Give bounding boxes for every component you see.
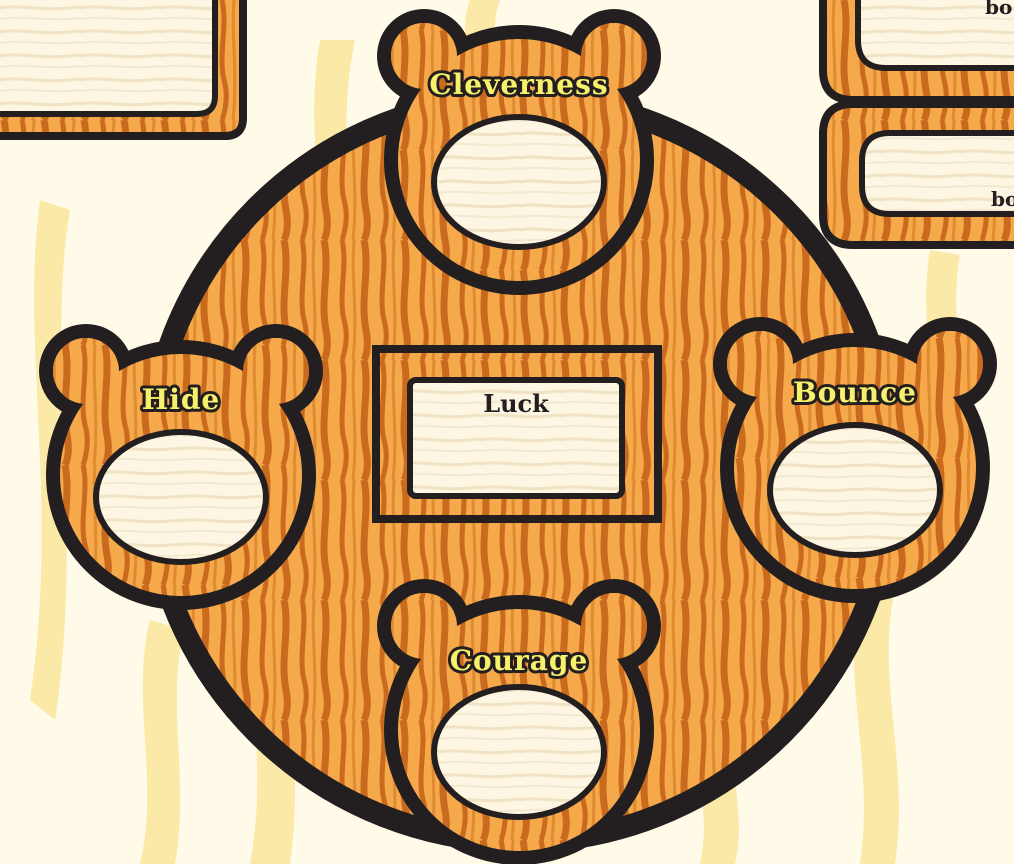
hide-field[interactable] — [96, 432, 266, 562]
stat-bear-cleverness: Cleverness — [384, 16, 654, 288]
bounce-label: Bounce — [793, 376, 917, 409]
luck-label: Luck — [483, 389, 550, 418]
hide-label: Hide — [142, 383, 220, 416]
bounce-field[interactable] — [770, 425, 940, 555]
cleverness-field[interactable] — [434, 117, 604, 247]
stat-bear-bounce: Bounce — [720, 324, 990, 596]
upper-right-partial-label: bo — [985, 0, 1012, 19]
courage-label: Courage — [450, 644, 589, 677]
top-left-panel — [0, 0, 243, 136]
top-left-panel-field[interactable] — [0, 0, 215, 114]
lower-right-partial-label: bo — [991, 187, 1014, 211]
luck-box: Luck — [376, 349, 658, 519]
stat-bear-courage: Courage — [384, 586, 654, 858]
cleverness-label: Cleverness — [429, 68, 608, 101]
courage-field[interactable] — [434, 687, 604, 817]
top-right-panels: bo bo — [823, 0, 1014, 245]
stat-bear-hide: Hide — [46, 331, 316, 603]
